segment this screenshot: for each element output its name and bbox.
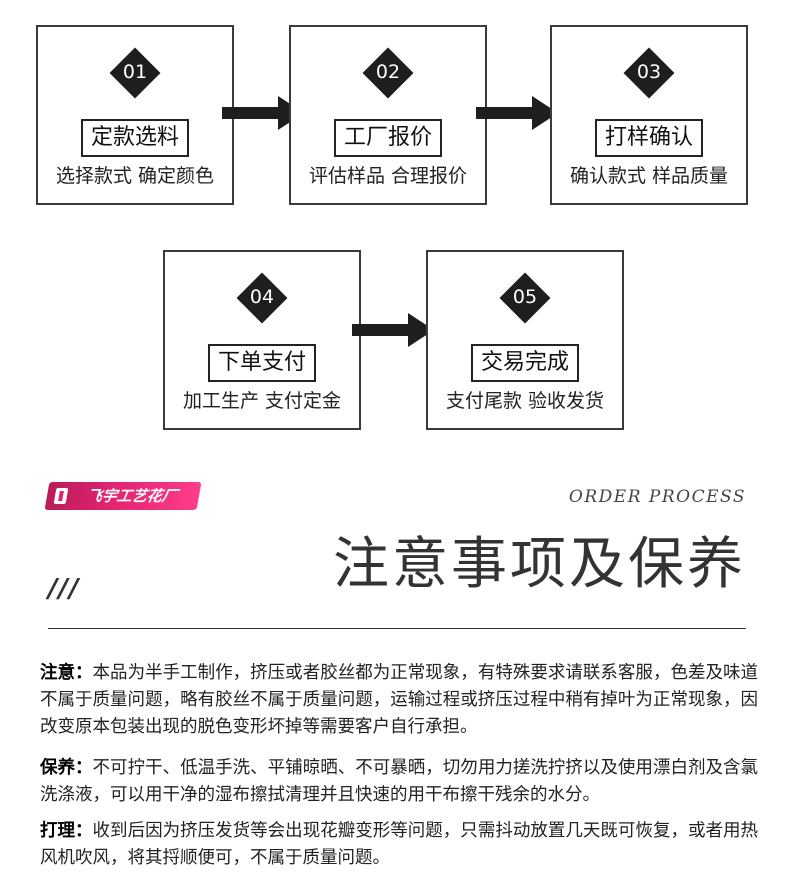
step-card-04: 04 下单支付 加工生产 支付定金 [163, 250, 361, 430]
step-number: 01 [122, 61, 148, 83]
note-label: 打理： [40, 821, 93, 841]
arrow-right-icon [222, 96, 304, 130]
brand-logo-icon [53, 488, 69, 504]
step-title: 下单支付 [207, 344, 317, 382]
brand-name: 飞宇工艺花厂 [85, 487, 179, 505]
step-description: 选择款式 确定颜色 [55, 165, 215, 187]
arrow-right-icon [476, 96, 558, 130]
step-number: 03 [636, 61, 662, 83]
step-title: 交易完成 [470, 344, 580, 382]
note-label: 注意： [40, 663, 93, 683]
note-text: 本品为半手工制作，挤压或者胶丝都为正常现象，有特殊要求请联系客服，色差及味道不属… [40, 663, 759, 737]
step-title: 定款选料 [80, 119, 190, 157]
step-card-02: 02 工厂报价 评估样品 合理报价 [289, 25, 487, 205]
step-number: 05 [512, 286, 538, 308]
step-title: 打样确认 [594, 119, 704, 157]
decorative-slashes: /// [48, 574, 80, 604]
note-paragraph-care: 保养：不可拧干、低温手洗、平铺晾晒、不可暴晒，切勿用力搓洗拧挤以及使用漂白剂及含… [40, 755, 758, 809]
note-paragraph-maintenance: 打理：收到后因为挤压发货等会出现花瓣变形等问题，只需抖动放置几天既可恢复，或者用… [40, 818, 758, 872]
note-text: 不可拧干、低温手洗、平铺晾晒、不可暴晒，切勿用力搓洗拧挤以及使用漂白剂及含氯洗涤… [40, 758, 759, 805]
step-card-01: 01 定款选料 选择款式 确定颜色 [36, 25, 234, 205]
step-description: 确认款式 样品质量 [569, 165, 729, 187]
step-description: 加工生产 支付定金 [182, 390, 342, 412]
step-title: 工厂报价 [333, 119, 443, 157]
step-card-03: 03 打样确认 确认款式 样品质量 [550, 25, 748, 205]
section-heading: 注意事项及保养 [333, 532, 746, 597]
step-description: 支付尾款 验收发货 [445, 390, 605, 412]
brand-badge: 飞宇工艺花厂 [44, 482, 202, 510]
step-description: 评估样品 合理报价 [308, 165, 468, 187]
arrow-right-icon [352, 313, 434, 347]
section-eyebrow: ORDER PROCESS [568, 487, 746, 507]
divider [48, 628, 746, 629]
note-text: 收到后因为挤压发货等会出现花瓣变形等问题，只需抖动放置几天既可恢复，或者用热风机… [40, 821, 759, 868]
step-number: 02 [375, 61, 401, 83]
step-card-05: 05 交易完成 支付尾款 验收发货 [426, 250, 624, 430]
note-paragraph-attention: 注意：本品为半手工制作，挤压或者胶丝都为正常现象，有特殊要求请联系客服，色差及味… [40, 660, 758, 741]
note-label: 保养： [40, 758, 93, 778]
step-number: 04 [249, 286, 275, 308]
